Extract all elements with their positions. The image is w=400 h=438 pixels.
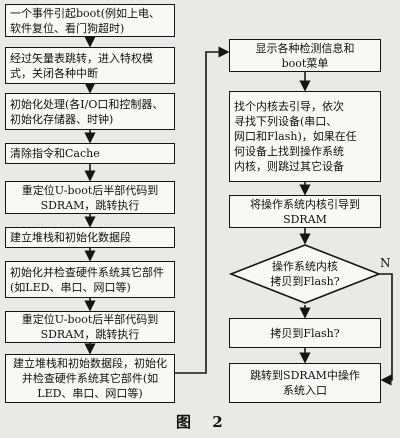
- arrow-decision-no: [379, 273, 393, 386]
- step-vector-jump: 经过矢量表跳转，进入特权模 式，关闭各种中断: [5, 47, 175, 84]
- step-show-boot-menu: 显示各种检测信息和 boot菜单: [229, 39, 381, 72]
- step-init-processing: 初始化处理(各I/O口和控制器、 初始化存储器、时钟): [5, 93, 175, 130]
- step-jump-os-entry: 跳转到SDRAM中操作 系统入口: [229, 363, 381, 403]
- decision-no-label: N: [380, 256, 391, 270]
- step-clear-cache: 清除指令和Cache: [5, 143, 175, 164]
- decision-text: 操作系统内核 拷贝到Flash?: [270, 260, 340, 288]
- step-init-hardware: 初始化并检查硬件系统其它部件 (如LED、串口、网口等): [5, 261, 175, 298]
- step-relocate-1: 重定位U-boot后半部代码到 SDRAM，跳转执行: [5, 181, 175, 214]
- step-copy-flash: 拷贝到Flash?: [229, 318, 381, 348]
- step-find-kernel: 找个内核去引导，依次 寻找下列设备(串口、 网口和Flash)，如果在任 何设备…: [229, 91, 381, 182]
- arrow-left-to-right: [175, 46, 230, 374]
- figure-caption: 图 2: [176, 413, 231, 431]
- step-boot-event: 一个事件引起boot(例如上电、 软件复位、看门狗超时): [5, 4, 175, 37]
- step-stack-and-hardware: 建立堆栈和初始数据段，初始化 并检查硬件系统其它部件(如 LED、串口、网口等): [5, 354, 175, 403]
- step-setup-stack: 建立堆栈和初始化数据段: [5, 227, 175, 248]
- decision-diamond: [228, 244, 382, 304]
- step-load-kernel: 将操作系统内核引导到 SDRAM: [229, 195, 381, 228]
- step-relocate-2: 重定位U-boot后半部代码到 SDRAM，跳转执行: [5, 311, 175, 343]
